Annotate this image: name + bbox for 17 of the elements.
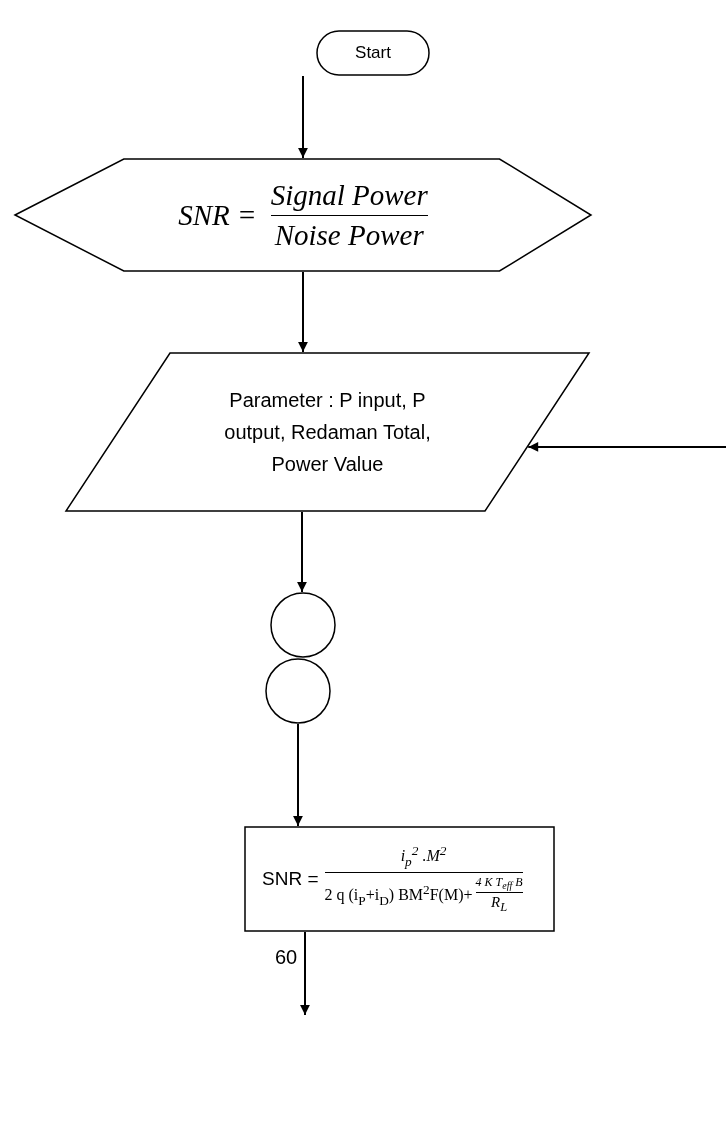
denominator-text: Noise Power [274,218,424,252]
arrow [298,271,308,353]
formula-text: SNR = [178,198,257,232]
numerator-text: 4 K T$_{eff}$ B [475,874,523,891]
numerator-text: Signal Power [270,178,428,212]
arrow [300,931,310,1016]
arrow [527,442,726,452]
denominator-text: 2 q (i$_{P}$+i$_{D}$) BM$^{2}$F(M)+ [324,881,473,908]
arrow [298,75,308,159]
numerator-text: i$_{p}$$^{2}$ .M$^{2}$ [400,843,447,870]
arrow [293,723,303,827]
denominator-text: R$_{L}$ [491,893,508,915]
page-number: 60 [275,946,298,969]
node-text: Parameter : P input, P output, Redaman Total, Power Value [223,388,432,477]
terminal-label: Start [355,42,391,65]
arrow [297,511,307,593]
formula-text: SNR = [262,868,319,890]
